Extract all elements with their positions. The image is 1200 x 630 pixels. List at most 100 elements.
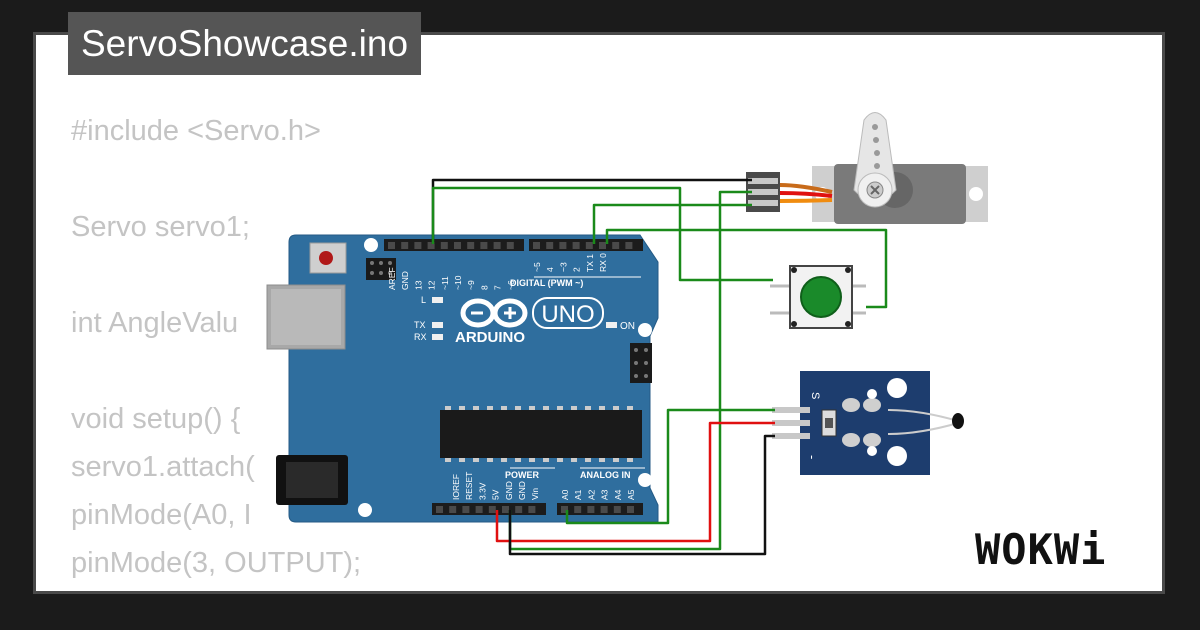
code-preview: #include <Servo.h>Servo servo1;int Angle… bbox=[71, 107, 458, 591]
wire-pin2-button[interactable] bbox=[605, 228, 888, 309]
header-hole[interactable] bbox=[587, 506, 595, 513]
pin-label: A5 bbox=[626, 489, 636, 500]
thermistor-lead bbox=[887, 422, 959, 435]
pin-label: 2 bbox=[572, 267, 582, 272]
wire-sensor-gnd[interactable] bbox=[508, 434, 775, 556]
header-hole[interactable] bbox=[574, 506, 582, 513]
header-hole[interactable] bbox=[475, 506, 483, 513]
pin-label: 3.3V bbox=[477, 482, 487, 500]
header-hole[interactable] bbox=[462, 506, 470, 513]
header-hole[interactable] bbox=[467, 242, 475, 249]
header-hole[interactable] bbox=[585, 242, 593, 249]
servo-cable-brown bbox=[779, 183, 833, 194]
horn-hole bbox=[872, 124, 878, 130]
header-hole[interactable] bbox=[454, 242, 461, 249]
header-hole[interactable] bbox=[528, 506, 536, 513]
thermistor-icon bbox=[952, 413, 964, 429]
uno-label: UNO bbox=[541, 301, 594, 328]
chip-pins bbox=[445, 406, 633, 462]
code-line: void setup() { bbox=[71, 403, 241, 435]
horn-hole bbox=[874, 163, 880, 169]
header-hole[interactable] bbox=[625, 242, 633, 249]
pin-label: GND bbox=[400, 271, 410, 290]
header-hole[interactable] bbox=[613, 506, 621, 513]
pin-label: GND bbox=[517, 481, 527, 500]
header-hole[interactable] bbox=[414, 242, 422, 249]
push-button[interactable] bbox=[770, 265, 866, 329]
wire-sensor-a0[interactable] bbox=[565, 408, 775, 525]
chip-pin bbox=[599, 406, 605, 410]
wokwi-logo: WOKWi bbox=[975, 525, 1107, 574]
chip-pin bbox=[543, 458, 549, 462]
page-title: ServoShowcase.ino bbox=[68, 12, 422, 75]
wire-pin12-button[interactable] bbox=[431, 186, 773, 282]
header-hole[interactable] bbox=[480, 242, 488, 249]
pin-label: RX 0 bbox=[598, 253, 608, 272]
chip-pin bbox=[459, 458, 465, 462]
chip-pin bbox=[445, 406, 451, 410]
servo-motor[interactable] bbox=[746, 112, 988, 225]
led-label-l: L bbox=[421, 295, 426, 305]
pin-label: A0 bbox=[560, 489, 570, 500]
header-hole[interactable] bbox=[612, 242, 620, 249]
led-label-on: ON bbox=[620, 321, 635, 332]
button-cap[interactable] bbox=[800, 276, 842, 318]
wire-sensor-5v[interactable] bbox=[495, 421, 775, 543]
header-hole[interactable] bbox=[488, 506, 496, 513]
chip-pin bbox=[599, 458, 605, 462]
header-hole[interactable] bbox=[436, 506, 443, 513]
pin-label: 12 bbox=[427, 280, 437, 290]
sensor-mount-hole bbox=[887, 446, 907, 466]
chip-pin bbox=[613, 458, 619, 462]
chip-pin bbox=[501, 406, 507, 410]
header-hole[interactable] bbox=[449, 506, 457, 513]
wire-gnd-servo[interactable] bbox=[431, 178, 752, 244]
chip-pin bbox=[459, 406, 465, 410]
header-hole[interactable] bbox=[388, 242, 395, 249]
header-hole[interactable] bbox=[600, 506, 608, 513]
wire-pin3-servo[interactable] bbox=[592, 203, 752, 244]
temperature-sensor-module[interactable]: S - bbox=[772, 371, 964, 475]
arduino-brand-label: ARDUINO bbox=[455, 329, 525, 346]
header-hole[interactable] bbox=[502, 506, 509, 513]
pin-label: ~6 bbox=[506, 280, 516, 290]
header-hole[interactable] bbox=[515, 506, 523, 513]
header-hole[interactable] bbox=[506, 242, 514, 249]
sensor-pin bbox=[772, 433, 810, 439]
button-corner-dot bbox=[845, 321, 851, 327]
header-hole[interactable] bbox=[533, 242, 540, 249]
header-hole[interactable] bbox=[427, 242, 435, 249]
chip-pin bbox=[627, 458, 633, 462]
code-line: pinMode(A0, I bbox=[71, 499, 252, 531]
thermistor-lead bbox=[887, 409, 959, 422]
chip-pin bbox=[445, 458, 451, 462]
code-line: #include <Servo.h> bbox=[71, 115, 321, 147]
servo-cable-orange bbox=[779, 198, 833, 203]
power-header-label: POWER bbox=[505, 470, 540, 480]
button-corner-dot bbox=[791, 267, 797, 273]
header-hole[interactable] bbox=[627, 506, 634, 513]
header-hole[interactable] bbox=[599, 242, 606, 249]
mount-hole bbox=[358, 503, 372, 517]
mount-hole bbox=[638, 323, 652, 337]
led-tx bbox=[432, 322, 443, 328]
header-hole[interactable] bbox=[572, 242, 580, 249]
header-hole[interactable] bbox=[559, 242, 567, 249]
pin-label: GND bbox=[504, 481, 514, 500]
pin-label: AREF bbox=[387, 267, 397, 290]
header-hole[interactable] bbox=[493, 242, 501, 249]
sensor-pin bbox=[772, 420, 810, 426]
sensor-pin-label-s: S bbox=[809, 392, 821, 399]
header-hole[interactable] bbox=[546, 242, 554, 249]
mount-hole bbox=[638, 473, 652, 487]
header-hole[interactable] bbox=[561, 506, 568, 513]
chip-pin bbox=[529, 458, 535, 462]
chip-pin bbox=[501, 458, 507, 462]
header-hole[interactable] bbox=[440, 242, 448, 249]
sensor-pin bbox=[772, 407, 810, 413]
sensor-pad bbox=[842, 433, 860, 447]
header-hole[interactable] bbox=[401, 242, 409, 249]
analog-header-label: ANALOG IN bbox=[580, 470, 631, 480]
